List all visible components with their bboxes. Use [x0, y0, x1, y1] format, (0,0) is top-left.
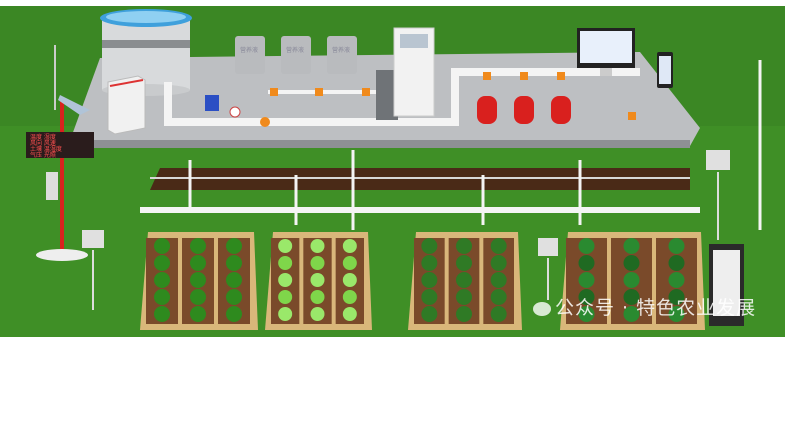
led-line: 风向 风速	[30, 139, 56, 147]
fertilizer-tanks: 营养液 营养液 营养液	[235, 36, 357, 74]
fertigation-machine	[376, 27, 435, 120]
crop-plots	[140, 232, 705, 330]
led-line: 温度 湿度	[30, 133, 56, 141]
crop-plant	[226, 272, 242, 288]
crop-plant	[668, 272, 685, 288]
crop-plant	[154, 238, 170, 254]
control-cabinet	[107, 75, 146, 135]
crop-plant	[226, 255, 242, 271]
fertilizer-valves	[270, 72, 636, 120]
crop-plant	[310, 239, 325, 253]
crop-plant	[190, 289, 206, 305]
crop-plant	[278, 290, 293, 304]
crop-plant	[421, 306, 438, 322]
crop-plant	[154, 306, 170, 322]
crop-plant	[421, 255, 438, 271]
crop-plant	[623, 306, 640, 322]
crop-plant	[668, 306, 685, 322]
crop-plant	[190, 272, 206, 288]
crop-plant	[668, 238, 685, 254]
crop-plant	[310, 256, 325, 270]
soil-sensor-stations	[82, 150, 730, 310]
crop-plant	[154, 272, 170, 288]
crop-plant	[226, 289, 242, 305]
crop-plant	[668, 289, 685, 305]
crop-plant	[623, 272, 640, 288]
crop-plant	[623, 238, 640, 254]
crop-plant	[578, 238, 595, 254]
field-display-cabinet	[709, 244, 744, 326]
crop-plant	[310, 307, 325, 321]
crop-plant	[456, 306, 472, 322]
watermark: 公众号 · 特色农业发展	[533, 293, 756, 320]
branch-pipes	[188, 60, 762, 230]
wechat-icon	[533, 301, 551, 316]
crop-plant	[278, 307, 293, 321]
crop-plant	[278, 239, 293, 253]
crop-plant	[578, 289, 595, 305]
crop-plant	[310, 273, 325, 287]
crop-plant	[154, 255, 170, 271]
crop-plant	[190, 255, 206, 271]
crop-plant	[342, 273, 357, 287]
crop-plant	[490, 289, 507, 305]
crop-plant	[421, 272, 438, 288]
blank-area	[0, 337, 785, 424]
pressure-gauge-icon	[229, 106, 241, 118]
watermark-text: 公众号 · 特色农业发展	[555, 297, 757, 319]
crop-plant	[456, 238, 472, 254]
sand-filters	[477, 96, 571, 124]
crop-plant	[490, 255, 507, 271]
crop-plant	[578, 255, 595, 271]
crop-plant	[578, 306, 595, 322]
crop-plant	[342, 307, 357, 321]
main-pipe	[164, 68, 640, 126]
crop-plant	[456, 289, 472, 305]
crop-plant	[278, 273, 293, 287]
crop-plant	[456, 272, 472, 288]
crop-plant	[490, 306, 507, 322]
crop-plant	[421, 238, 438, 254]
led-line: 气压 光照	[30, 151, 56, 159]
crop-plant	[421, 289, 438, 305]
crop-plant	[310, 290, 325, 304]
tank-label: 营养液	[286, 46, 304, 54]
crop-plant	[342, 239, 357, 253]
crop-plant	[668, 255, 685, 271]
crop-plant	[226, 238, 242, 254]
valve-icon	[260, 117, 270, 127]
tank-label: 营养液	[240, 46, 258, 54]
led-display	[26, 132, 94, 158]
crop-plant	[490, 238, 507, 254]
crop-plant	[456, 255, 472, 271]
tank-label: 营养液	[332, 46, 350, 54]
pump	[205, 95, 219, 111]
crop-plant	[278, 256, 293, 270]
crop-plant	[578, 272, 595, 288]
crop-plant	[623, 255, 640, 271]
crop-plant	[154, 289, 170, 305]
crop-plant	[342, 256, 357, 270]
crop-plant	[623, 289, 640, 305]
monitoring-computer	[577, 28, 673, 88]
weather-station: 温度 湿度 风向 风速 土壤 温湿度 气压 光照	[26, 45, 94, 261]
crop-plant	[190, 238, 206, 254]
led-line: 土壤 温湿度	[30, 145, 62, 153]
crop-plant	[226, 306, 242, 322]
platform-edge	[68, 140, 690, 148]
crop-plant	[342, 290, 357, 304]
crop-plant	[190, 306, 206, 322]
crop-plant	[490, 272, 507, 288]
